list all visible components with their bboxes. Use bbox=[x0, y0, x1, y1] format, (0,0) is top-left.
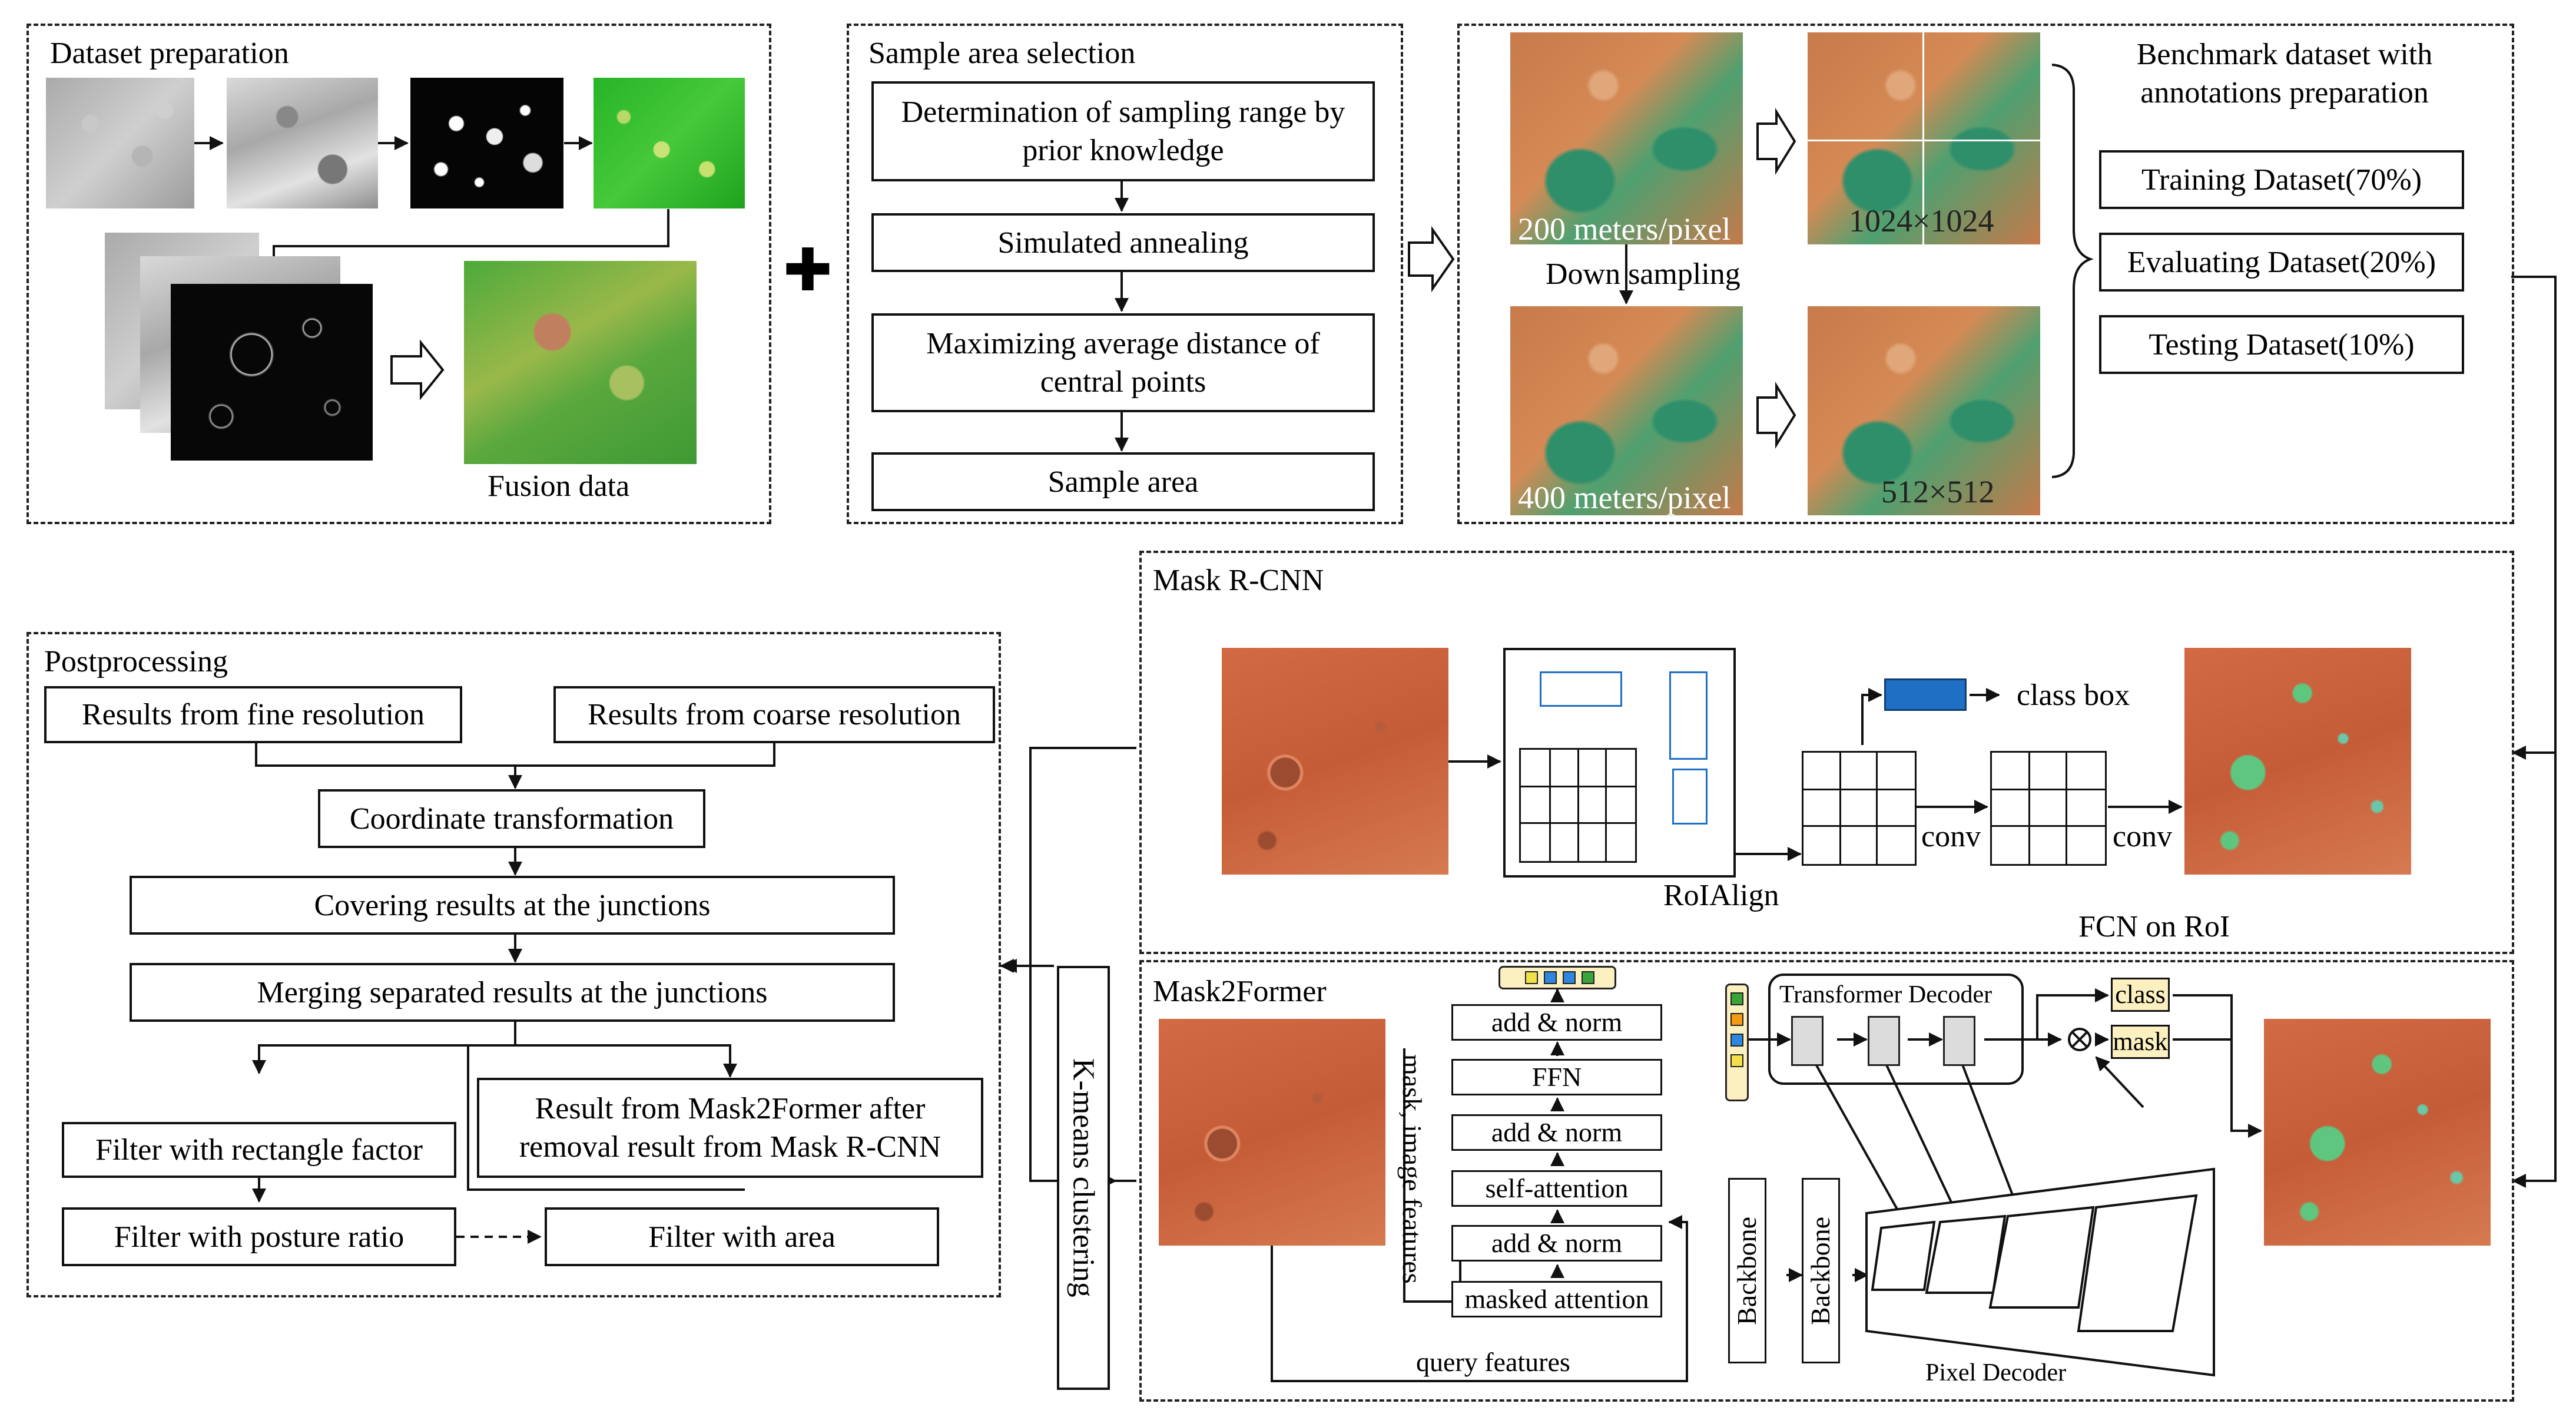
down-sampling-label: Down sampling bbox=[1546, 257, 1740, 291]
mask2former-title: Mask2Former bbox=[1153, 975, 1327, 1008]
edge-image bbox=[171, 284, 373, 461]
query-strip bbox=[1498, 966, 1616, 989]
conv-label-2: conv bbox=[2113, 820, 2173, 853]
area-filter-box: Filter with area bbox=[545, 1207, 939, 1266]
ffn-box: FFN bbox=[1451, 1059, 1662, 1095]
grayscale-image bbox=[46, 78, 194, 208]
size-coarse-label: 512×512 bbox=[1881, 474, 1995, 509]
sample-area-box: Sample area bbox=[871, 452, 1375, 511]
class-box-label: class box bbox=[2017, 678, 2130, 712]
class-output-box: class bbox=[2111, 978, 2170, 1012]
res-fine-label: 200 meters/pixel bbox=[1518, 211, 1731, 247]
image-512 bbox=[1808, 306, 2040, 515]
backbone-box-2: Backbone bbox=[1802, 1178, 1840, 1363]
mask-rcnn-input-image bbox=[1222, 648, 1448, 875]
fcn-label: FCN on RoI bbox=[2078, 910, 2230, 943]
fusion-image bbox=[464, 261, 697, 464]
postprocessing-panel bbox=[26, 632, 1001, 1297]
evaluating-dataset-box: Evaluating Dataset(20%) bbox=[2099, 233, 2464, 292]
query-square-blue bbox=[1544, 971, 1557, 984]
roi-grid-1 bbox=[1519, 748, 1637, 863]
transformer-decoder-label: Transformer Decoder bbox=[1779, 981, 1992, 1008]
kmeans-box: K-means clustering bbox=[1057, 966, 1110, 1390]
covering-results-box: Covering results at the junctions bbox=[130, 876, 895, 935]
query-square-green bbox=[1582, 971, 1594, 984]
simulated-annealing-box: Simulated annealing bbox=[871, 213, 1375, 272]
proposal-rect-2 bbox=[1669, 671, 1708, 760]
fusion-label: Fusion data bbox=[488, 469, 630, 503]
res-coarse-label: 400 meters/pixel bbox=[1518, 480, 1731, 515]
mask2former-input-image bbox=[1159, 1019, 1385, 1246]
mask-rcnn-output-image bbox=[2184, 648, 2411, 875]
add-norm-box-3: add & norm bbox=[1451, 1225, 1662, 1262]
col-square-blue bbox=[1730, 1034, 1743, 1047]
sample-area-title: Sample area selection bbox=[868, 37, 1136, 70]
mask2former-output-image bbox=[2264, 1019, 2491, 1246]
query-square-blue-2 bbox=[1563, 971, 1576, 984]
fine-results-box: Results from fine resolution bbox=[44, 686, 462, 743]
rectangle-factor-box: Filter with rectangle factor bbox=[62, 1122, 456, 1178]
image-1024 bbox=[1808, 32, 2040, 244]
pixel-decoder-label: Pixel Decoder bbox=[1925, 1359, 2067, 1386]
col-square-green bbox=[1730, 992, 1743, 1005]
proposal-rect-1 bbox=[1540, 671, 1622, 707]
self-attention-box: self-attention bbox=[1451, 1170, 1662, 1207]
col-square-yellow bbox=[1730, 1054, 1743, 1067]
masked-attention-box: masked attention bbox=[1451, 1281, 1662, 1317]
training-dataset-box: Training Dataset(70%) bbox=[2099, 150, 2464, 209]
sampling-range-box: Determination of sampling range by prior… bbox=[871, 81, 1375, 181]
crater-mask-image bbox=[410, 78, 563, 208]
plus-icon: ✚ bbox=[783, 238, 833, 303]
conv-label-1: conv bbox=[1921, 820, 1981, 853]
green-slope-image bbox=[594, 78, 745, 208]
coarse-results-box: Results from coarse resolution bbox=[553, 686, 995, 743]
max-distance-box: Maximizing average distance of central p… bbox=[871, 313, 1375, 412]
mask-output-box: mask bbox=[2111, 1025, 2170, 1059]
col-square-orange bbox=[1730, 1013, 1743, 1026]
testing-dataset-box: Testing Dataset(10%) bbox=[2099, 315, 2464, 374]
add-norm-box-1: add & norm bbox=[1451, 1004, 1662, 1041]
dem-image bbox=[227, 78, 378, 208]
benchmark-panel bbox=[1457, 24, 2514, 524]
image-400m bbox=[1510, 306, 1743, 515]
size-fine-label: 1024×1024 bbox=[1849, 203, 1994, 239]
mask2former-panel bbox=[1139, 960, 2514, 1402]
decoder-layer-2 bbox=[1868, 1016, 1900, 1066]
coordinate-transformation-box: Coordinate transformation bbox=[318, 789, 705, 848]
query-features-label: query features bbox=[1416, 1347, 1570, 1377]
add-norm-box-2: add & norm bbox=[1451, 1114, 1662, 1151]
image-200m bbox=[1510, 32, 1743, 244]
posture-ratio-box: Filter with posture ratio bbox=[62, 1207, 456, 1266]
mask-rcnn-title: Mask R-CNN bbox=[1153, 564, 1324, 597]
mask-rcnn-panel bbox=[1139, 551, 2514, 954]
decoder-layer-3 bbox=[1943, 1016, 1975, 1066]
backbone-box-1: Backbone bbox=[1728, 1178, 1766, 1363]
class-box-block bbox=[1884, 678, 1967, 711]
mask-image-features-label: mask, image features bbox=[1397, 1054, 1427, 1284]
roi-grid-2 bbox=[1802, 751, 1917, 866]
mask2former-after-box: Result from Mask2Former after removal re… bbox=[477, 1078, 983, 1178]
dataset-preparation-title: Dataset preparation bbox=[50, 37, 289, 70]
roi-grid-3 bbox=[1990, 751, 2107, 866]
postprocessing-title: Postprocessing bbox=[44, 645, 228, 678]
roialign-label: RoIAlign bbox=[1663, 879, 1779, 912]
proposal-rect-3 bbox=[1672, 769, 1708, 825]
merging-results-box: Merging separated results at the junctio… bbox=[130, 963, 895, 1022]
benchmark-title: Benchmark dataset with annotations prepa… bbox=[2136, 38, 2433, 110]
decoder-layer-1 bbox=[1791, 1016, 1824, 1066]
sample-area-panel bbox=[847, 24, 1403, 524]
dataset-preparation-panel bbox=[26, 24, 771, 524]
query-square-yellow bbox=[1525, 971, 1538, 984]
